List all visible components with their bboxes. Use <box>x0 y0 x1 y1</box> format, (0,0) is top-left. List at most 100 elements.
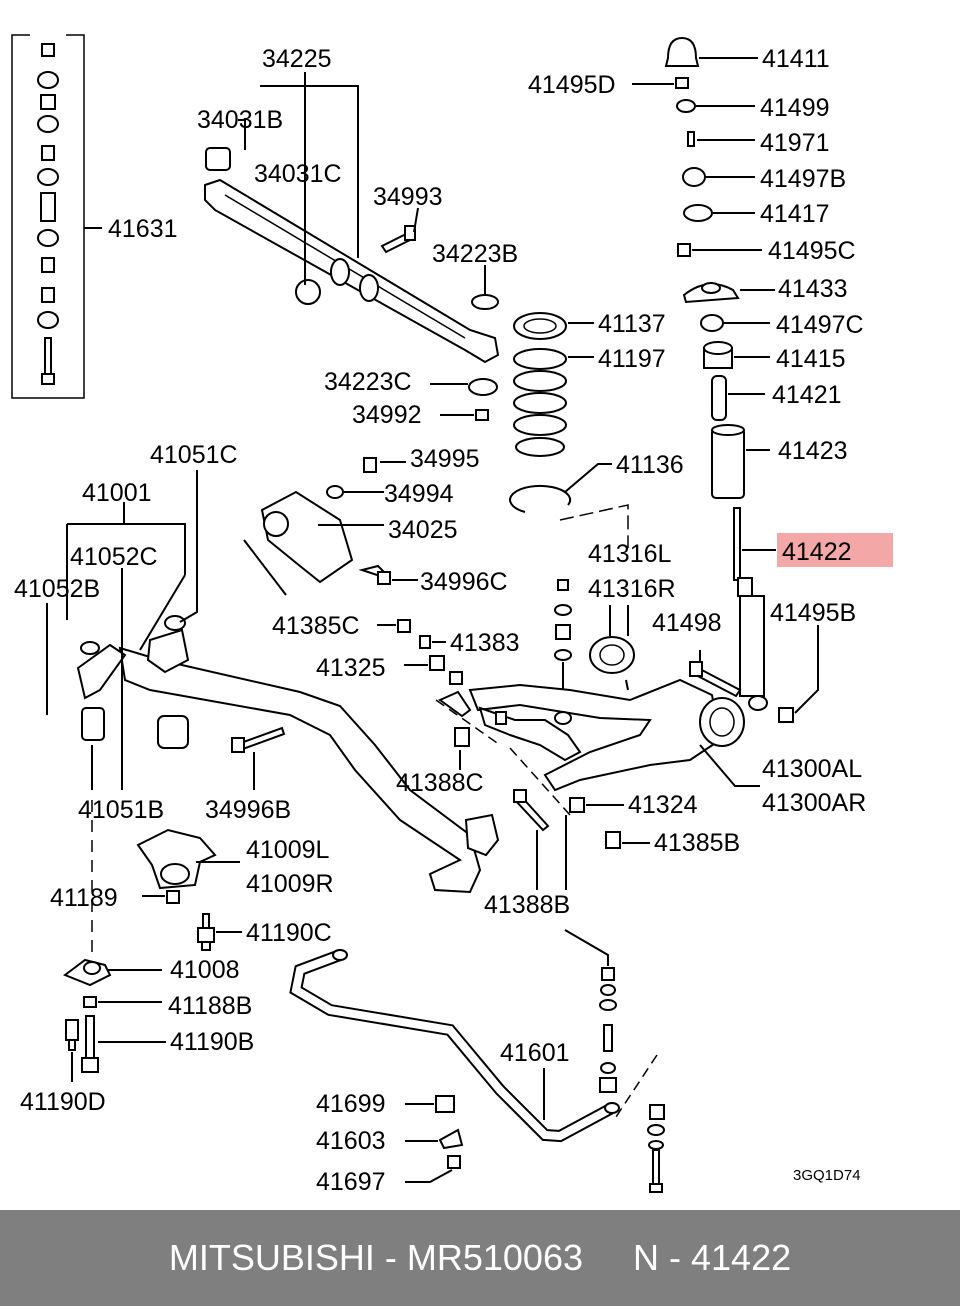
bolt-34993[interactable] <box>380 207 419 254</box>
label-41316R: 41316R <box>588 575 676 603</box>
label-41415: 41415 <box>776 345 846 373</box>
washer-34223C[interactable] <box>430 378 498 396</box>
lower-arm-41300[interactable] <box>468 678 760 792</box>
label-41052C: 41052C <box>70 543 158 571</box>
bushing-stack-center[interactable] <box>554 579 572 690</box>
nut-41188B[interactable] <box>83 996 162 1008</box>
label-34225: 34225 <box>262 45 332 73</box>
bolt-41498[interactable] <box>689 650 742 698</box>
coil-spring-41197[interactable] <box>513 348 594 457</box>
label-34996C: 34996C <box>420 568 508 596</box>
spring-seat-41137[interactable] <box>513 312 594 340</box>
nut-34995[interactable] <box>363 457 406 473</box>
label-41388C: 41388C <box>396 769 484 797</box>
label-41137: 41137 <box>598 310 666 338</box>
label-41009L: 41009L <box>246 836 330 864</box>
bolt-41190C[interactable] <box>197 913 242 951</box>
clamp-41603[interactable] <box>405 1128 464 1150</box>
label-41051C: 41051C <box>150 441 238 469</box>
label-41300AL: 41300AL <box>762 755 862 783</box>
crossmember-34225[interactable] <box>204 147 500 364</box>
label-34993: 34993 <box>373 183 443 211</box>
washer-41325[interactable] <box>404 655 463 685</box>
label-41009R: 41009R <box>246 870 334 898</box>
cap-41411[interactable] <box>664 36 758 67</box>
footer-part-text: MITSUBISHI - MR510063 N - 41422 <box>168 1237 792 1278</box>
label-34992: 34992 <box>352 401 422 429</box>
label-41631: 41631 <box>108 215 178 243</box>
nut-41385B[interactable] <box>605 831 650 849</box>
cup-41415[interactable] <box>703 341 770 369</box>
bushing-41699[interactable] <box>405 1095 455 1113</box>
parts-diagram: 34225 34031B 34031C 34993 34223B 34223C … <box>11 34 893 1196</box>
nut-34992[interactable] <box>440 409 489 421</box>
spring-seat-41136[interactable] <box>509 463 629 548</box>
crossmember-41001[interactable] <box>46 470 500 894</box>
bushing-41497B[interactable] <box>682 167 755 187</box>
label-41300AR: 41300AR <box>762 789 866 817</box>
bushing-kit-41631[interactable] <box>11 34 102 399</box>
washer-41499[interactable] <box>676 99 755 113</box>
nut-41495D[interactable] <box>632 77 689 89</box>
label-41603: 41603 <box>316 1127 386 1155</box>
label-34223B: 34223B <box>432 240 518 268</box>
label-41325: 41325 <box>316 654 386 682</box>
bolt-34996B[interactable] <box>231 726 286 790</box>
bushing-41316[interactable] <box>589 605 635 691</box>
bracket-34025[interactable] <box>243 490 384 596</box>
label-41197: 41197 <box>598 345 666 373</box>
label-41383: 41383 <box>450 629 520 657</box>
stabilizer-bar-41601[interactable] <box>289 949 620 1143</box>
label-41421: 41421 <box>772 381 842 409</box>
collar-41971[interactable] <box>687 131 755 147</box>
label-41190C: 41190C <box>246 919 332 947</box>
label-41495C: 41495C <box>768 237 856 265</box>
nut-41495C[interactable] <box>677 243 762 257</box>
label-41499: 41499 <box>760 94 830 122</box>
label-41971: 41971 <box>760 129 830 157</box>
label-41136: 41136 <box>616 451 684 479</box>
label-41008: 41008 <box>170 956 240 984</box>
bracket-41433[interactable] <box>682 282 775 304</box>
label-41385C: 41385C <box>272 612 360 640</box>
label-41417: 41417 <box>760 200 830 228</box>
label-41052B: 41052B <box>14 575 100 603</box>
mount-41008[interactable] <box>62 958 162 987</box>
link-stack-41601[interactable] <box>564 929 665 1193</box>
bolt-41190B[interactable] <box>81 1015 166 1073</box>
label-41601: 41601 <box>500 1039 570 1067</box>
label-34994: 34994 <box>384 480 454 508</box>
shock-absorber-41422[interactable] <box>733 507 776 711</box>
bolt-41388B[interactable] <box>509 747 571 890</box>
label-41316L: 41316L <box>588 540 672 568</box>
label-34996B: 34996B <box>205 796 291 824</box>
bushing-41388C[interactable] <box>435 690 501 770</box>
bolt-41697[interactable] <box>405 1155 461 1183</box>
bolt-41190D[interactable] <box>65 1019 79 1082</box>
label-34025: 34025 <box>388 516 458 544</box>
label-41498: 41498 <box>652 609 722 637</box>
diagram-code: 3GQ1D74 <box>793 1167 861 1184</box>
nut-41189[interactable] <box>91 800 180 960</box>
label-41497B: 41497B <box>760 165 846 193</box>
label-41051B: 41051B <box>78 796 164 824</box>
dust-cover-41423[interactable] <box>711 424 770 499</box>
footer-bar: MITSUBISHI - MR510063 N - 41422 <box>0 1210 960 1306</box>
label-41411: 41411 <box>762 45 830 73</box>
washer-34223B[interactable] <box>471 265 499 310</box>
label-34031B: 34031B <box>197 106 283 134</box>
bump-stop-41421[interactable] <box>711 375 765 421</box>
label-34223C: 34223C <box>324 368 412 396</box>
nut-41495B[interactable] <box>778 625 819 723</box>
nut-41385C[interactable] <box>377 619 411 633</box>
mount-41009[interactable] <box>136 828 240 890</box>
washer-41417[interactable] <box>683 204 755 222</box>
nut-41383[interactable] <box>419 635 446 649</box>
nut-41324[interactable] <box>569 797 624 813</box>
highlight-box-41422 <box>777 533 893 567</box>
bolt-34996C[interactable] <box>358 564 418 585</box>
label-41699: 41699 <box>316 1090 386 1118</box>
label-41495D: 41495D <box>528 71 616 99</box>
washer-34994[interactable] <box>326 485 384 499</box>
bushing-41497C[interactable] <box>700 314 770 332</box>
